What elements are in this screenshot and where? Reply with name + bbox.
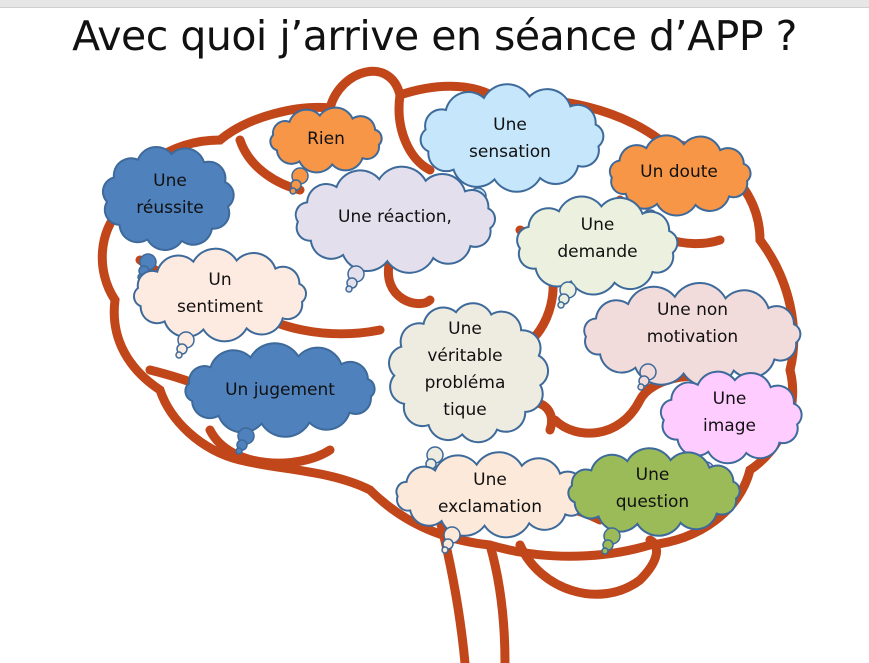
window-top-bar xyxy=(0,0,869,8)
thought-cloud-rien xyxy=(269,106,383,195)
thought-cloud-reaction xyxy=(294,165,496,293)
slide-title: Avec quoi j’arrive en séance d’APP ? xyxy=(72,12,797,60)
cloud-shape xyxy=(388,302,550,444)
cloud-shape xyxy=(583,282,802,388)
cloud-shape xyxy=(516,195,679,296)
thought-cloud-jugement xyxy=(184,342,376,455)
thought-cloud-reussite xyxy=(101,146,235,281)
thought-bubble-tail xyxy=(289,187,297,195)
cerebellum xyxy=(515,535,661,599)
thought-cloud-question xyxy=(567,447,741,555)
thought-bubble-tail xyxy=(557,301,565,309)
brain-fold xyxy=(394,90,435,175)
thought-cloud-sentiment xyxy=(132,247,308,359)
brain-fold xyxy=(383,255,435,309)
cloud-shape xyxy=(419,83,605,193)
cloud-shape xyxy=(608,134,752,217)
cloud-shape xyxy=(269,106,383,174)
brain-fold xyxy=(205,425,335,468)
thought-cloud-demande xyxy=(516,195,679,309)
cloud-shape xyxy=(395,451,589,539)
thought-bubble-tail xyxy=(601,547,609,555)
thought-bubble-tail xyxy=(637,383,645,391)
cloud-shape xyxy=(294,165,496,274)
cloud-shape xyxy=(184,342,376,438)
thought-bubble-tail xyxy=(175,351,183,359)
thought-bubble-tail xyxy=(441,546,449,554)
thought-cloud-problematique xyxy=(388,302,550,474)
thought-cloud-non-motivation xyxy=(583,282,802,391)
cloud-shape xyxy=(132,247,308,343)
cloud-shape xyxy=(567,447,741,537)
thought-cloud-exclamation xyxy=(395,451,589,554)
thought-bubble-tail xyxy=(235,447,243,455)
brain-stem xyxy=(485,540,510,663)
thought-bubble-tail xyxy=(345,285,353,293)
cloud-shape xyxy=(101,146,235,251)
cloud-shape xyxy=(659,370,803,465)
